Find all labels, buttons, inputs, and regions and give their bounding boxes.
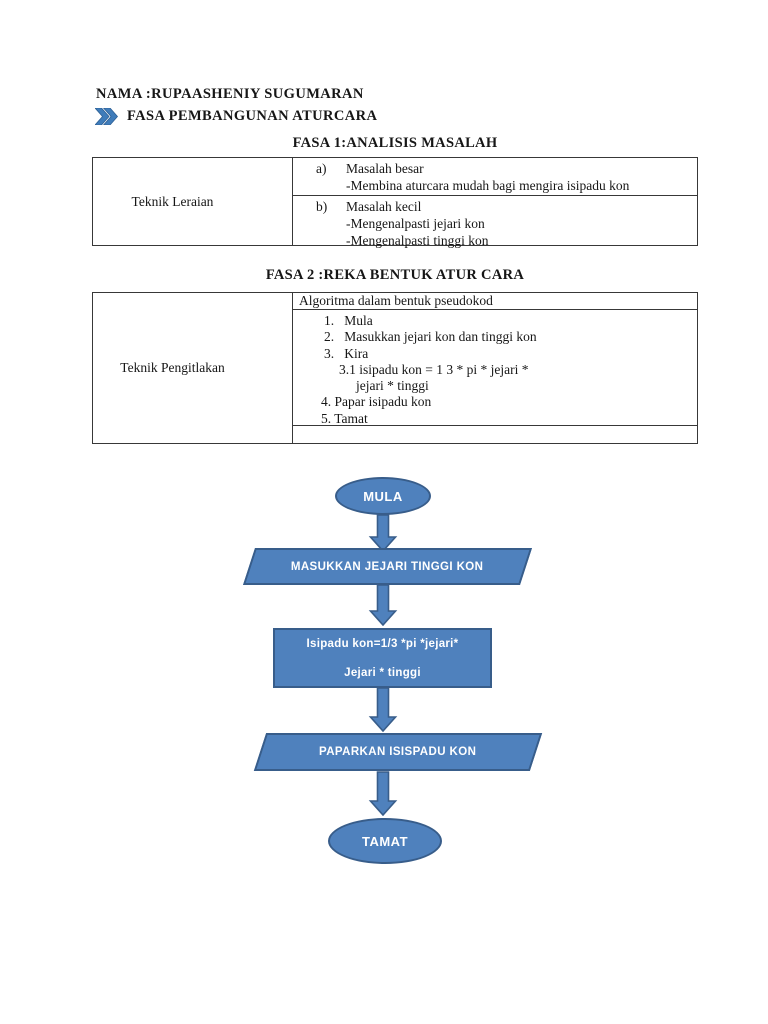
item-b-text: Masalah kecil -Mengenalpasti jejari kon …	[346, 198, 693, 249]
item-b-line2: -Mengenalpasti jejari kon	[346, 216, 485, 231]
algorithm-line: jejari * tinggi	[356, 378, 429, 394]
flow-arrow-down-icon	[368, 771, 398, 816]
fasa2-row-label: Teknik Pengitlakan	[93, 293, 293, 443]
item-a-text: Masalah besar -Membina aturcara mudah ba…	[346, 160, 693, 194]
flow-arrow-down-icon	[368, 687, 398, 732]
fasa1-table: Teknik Leraian a) Masalah besar -Membina…	[92, 157, 698, 248]
algorithm-line: 4. Papar isipadu kon	[321, 394, 432, 410]
item-a-line2: -Membina aturcara mudah bagi mengira isi…	[346, 178, 630, 193]
algorithm-line: 5. Tamat	[321, 410, 368, 426]
item-b-line1: Masalah kecil	[346, 199, 422, 214]
algorithm-line: 3.1 isipadu kon = 1 3 * pi * jejari *	[339, 361, 529, 377]
algorithm-header: Algoritma dalam bentuk pseudokod	[293, 293, 697, 310]
start-label: MULA	[363, 488, 403, 504]
fasa2-title: FASA 2 :REKA BENTUK ATUR CARA	[265, 267, 525, 283]
item-b-line3: -Mengenalpasti tinggi kon	[346, 233, 489, 248]
process-line2: Jejari * tinggi	[344, 667, 421, 679]
flowchart-output-parallelogram: PAPARKAN ISISPADU KON	[253, 733, 543, 771]
flowchart-input-parallelogram: MASUKKAN JEJARI TINGGI KON	[242, 548, 533, 585]
flowchart-end-terminal: TAMAT	[328, 818, 442, 864]
student-name-line: NAMA :RUPAASHENIY SUGUMARAN	[96, 86, 364, 102]
output-label: PAPARKAN ISISPADU KON	[319, 746, 477, 758]
flowchart-process-rectangle: Isipadu kon=1/3 *pi *jejari* Jejari * ti…	[273, 628, 492, 688]
process-line1: Isipadu kon=1/3 *pi *jejari*	[306, 638, 459, 650]
fasa2-table: Teknik Pengitlakan Algoritma dalam bentu…	[92, 292, 698, 444]
flowchart-start-terminal: MULA	[335, 477, 431, 515]
section-heading-label: FASA PEMBANGUNAN ATURCARA	[127, 108, 378, 124]
algorithm-list: 1. Mula 2. Masukkan jejari kon dan tingg…	[293, 310, 697, 426]
algorithm-line: 2. Masukkan jejari kon dan tinggi kon	[324, 329, 537, 345]
end-label: TAMAT	[361, 833, 409, 849]
flow-arrow-down-icon	[368, 584, 398, 626]
input-label: MASUKKAN JEJARI TINGGI KON	[291, 560, 484, 573]
fasa1-row-label: Teknik Leraian	[93, 158, 293, 245]
flow-arrow-down-icon	[368, 514, 398, 552]
fasa2-table-content: Algoritma dalam bentuk pseudokod 1. Mula…	[293, 293, 697, 443]
algorithm-line: 1. Mula	[324, 313, 373, 328]
double-chevron-right-icon	[95, 108, 118, 125]
item-a-marker: a)	[316, 161, 327, 176]
fasa1-item-b: b) Masalah kecil -Mengenalpasti jejari k…	[293, 196, 697, 248]
algorithm-line: 3. Kira	[324, 345, 369, 361]
fasa1-table-content: a) Masalah besar -Membina aturcara mudah…	[293, 158, 697, 248]
fasa2-empty-row	[293, 425, 697, 443]
item-a-line1: Masalah besar	[346, 161, 424, 176]
fasa1-title: FASA 1:ANALISIS MASALAH	[292, 135, 498, 151]
fasa1-item-a: a) Masalah besar -Membina aturcara mudah…	[293, 158, 697, 196]
section-heading-row: FASA PEMBANGUNAN ATURCARA	[95, 108, 377, 125]
item-b-marker: b)	[316, 199, 328, 214]
